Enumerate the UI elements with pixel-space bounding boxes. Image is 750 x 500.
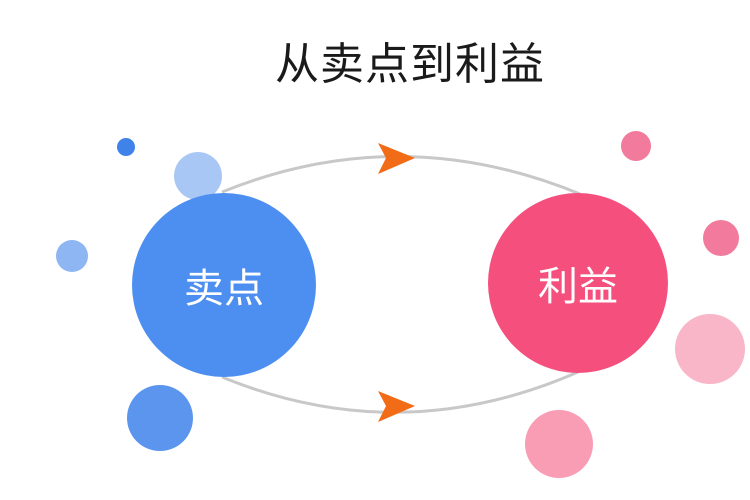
pink-bubble [621,131,651,161]
benefit-label: 利益 [538,264,618,310]
blue-bubble [127,385,193,451]
arrow-right-icon [378,391,415,422]
pink-bubble [703,220,739,256]
pink-bubble [675,314,745,384]
diagram-title: 从卖点到利益 [275,39,545,90]
blue-bubble [56,240,88,272]
arrow-right-icon [378,143,415,174]
pink-bubble [525,410,593,478]
selling-point-node [132,193,316,377]
benefit-node [488,193,668,373]
blue-bubble [174,152,222,200]
selling-point-label: 卖点 [184,266,264,312]
blue-bubble [117,138,135,156]
